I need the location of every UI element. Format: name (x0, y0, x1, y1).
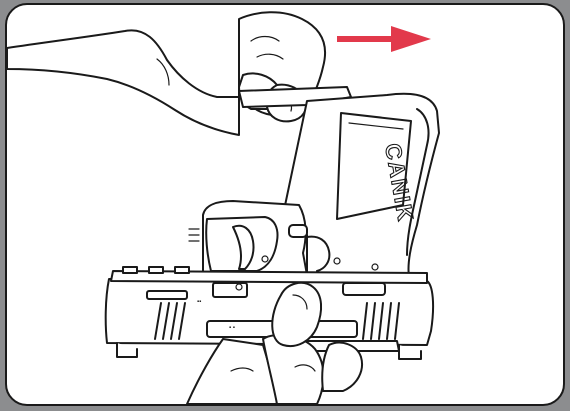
disassembly-illustration: CANIK (7, 11, 440, 404)
pistol-frame (188, 86, 440, 278)
direction-arrow (337, 26, 431, 52)
lower-hand (186, 281, 363, 404)
svg-text:▪ ▪: ▪ ▪ (229, 325, 235, 331)
svg-text:▪▪: ▪▪ (197, 299, 201, 305)
pistol-slide: ▪▪ ▪ ▪ (104, 266, 435, 360)
illustration-panel: CANIK (5, 3, 565, 406)
upper-hand (7, 11, 327, 136)
